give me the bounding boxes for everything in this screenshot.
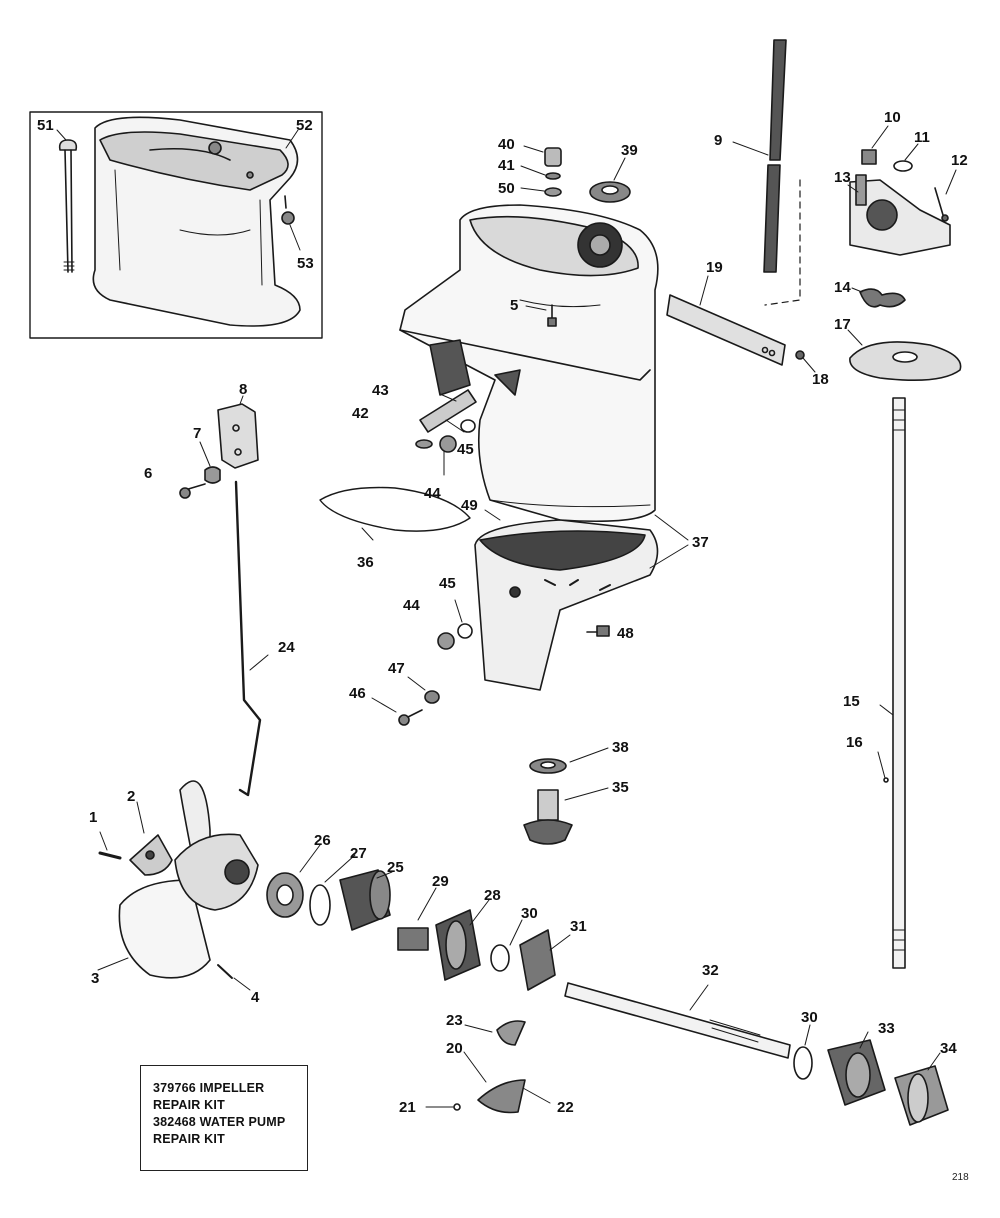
callout-28: 28 xyxy=(484,887,501,904)
callout-45b: 45 xyxy=(439,575,456,592)
kit-line-4: REPAIR KIT xyxy=(153,1132,225,1146)
callout-33: 33 xyxy=(878,1020,895,1037)
callout-44b: 44 xyxy=(403,597,420,614)
callout-29: 29 xyxy=(432,873,449,890)
callout-12: 12 xyxy=(951,152,968,169)
callout-30a: 30 xyxy=(521,905,538,922)
callout-30b: 30 xyxy=(801,1009,818,1026)
lower-gearcase xyxy=(474,519,659,691)
water-pump-assembly xyxy=(847,125,957,308)
callout-4: 4 xyxy=(251,989,260,1006)
callout-10: 10 xyxy=(884,109,901,126)
part-52-exhaust-housing xyxy=(92,116,301,327)
inset-box xyxy=(29,111,323,339)
part-32-propeller-shaft xyxy=(564,982,791,1059)
callout-49: 49 xyxy=(461,497,478,514)
kit-line-1: 379766 IMPELLER xyxy=(153,1081,265,1095)
part-53-screw xyxy=(281,195,295,225)
callout-18: 18 xyxy=(812,371,829,388)
callout-38: 38 xyxy=(612,739,629,756)
parts-20-23 xyxy=(425,1020,551,1114)
callout-7: 7 xyxy=(193,425,202,442)
callout-32: 32 xyxy=(702,962,719,979)
parts-28-31 xyxy=(397,887,571,991)
callout-37: 37 xyxy=(692,534,709,551)
parts-39-50 xyxy=(520,145,631,203)
callout-14: 14 xyxy=(834,279,851,296)
part-19-plate xyxy=(666,275,816,373)
callout-8: 8 xyxy=(239,381,248,398)
callout-26: 26 xyxy=(314,832,331,849)
propeller xyxy=(97,780,259,991)
callout-9: 9 xyxy=(714,132,723,149)
callout-15: 15 xyxy=(843,693,860,710)
kit-line-2: REPAIR KIT xyxy=(153,1098,225,1112)
callout-5: 5 xyxy=(510,297,519,314)
callout-20: 20 xyxy=(446,1040,463,1057)
parts-42-45 xyxy=(415,389,477,476)
callout-34: 34 xyxy=(940,1040,957,1057)
callout-35: 35 xyxy=(612,779,629,796)
part-51-bolt xyxy=(58,139,78,273)
parts-25-27 xyxy=(266,844,393,931)
repair-kit-note: 379766 IMPELLER REPAIR KIT 382468 WATER … xyxy=(140,1065,308,1171)
callout-19: 19 xyxy=(706,259,723,276)
callout-39: 39 xyxy=(621,142,638,159)
callout-23: 23 xyxy=(446,1012,463,1029)
lower-fasteners xyxy=(371,599,610,726)
callout-42: 42 xyxy=(352,405,369,422)
parts-35-38 xyxy=(523,747,609,845)
callout-17: 17 xyxy=(834,316,851,333)
parts-30-34 xyxy=(793,1024,949,1126)
kit-line-3: 382468 WATER PUMP xyxy=(153,1115,286,1129)
callout-52: 52 xyxy=(296,117,313,134)
callout-51: 51 xyxy=(37,117,54,134)
callout-21: 21 xyxy=(399,1099,416,1116)
callout-24: 24 xyxy=(278,639,295,656)
callout-11: 11 xyxy=(914,129,930,146)
gearcase-housing xyxy=(399,204,659,522)
callout-45a: 45 xyxy=(457,441,474,458)
page-number: 218 xyxy=(952,1172,969,1183)
callout-48: 48 xyxy=(617,625,634,642)
callout-43: 43 xyxy=(372,382,389,399)
part-15-drive-shaft xyxy=(877,397,906,969)
callout-22: 22 xyxy=(557,1099,574,1116)
callout-50: 50 xyxy=(498,180,515,197)
callout-41: 41 xyxy=(498,157,515,174)
callout-16: 16 xyxy=(846,734,863,751)
callout-36: 36 xyxy=(357,554,374,571)
part-24-shift-rod xyxy=(234,480,269,797)
callout-40: 40 xyxy=(498,136,515,153)
callout-2: 2 xyxy=(127,788,136,805)
callout-31: 31 xyxy=(570,918,587,935)
callout-1: 1 xyxy=(89,809,98,826)
part-17-plate xyxy=(847,329,962,382)
part-5-screw xyxy=(525,304,557,327)
callout-27: 27 xyxy=(350,845,367,862)
parts-6-8 xyxy=(179,395,259,499)
callout-46: 46 xyxy=(349,685,366,702)
callout-6: 6 xyxy=(144,465,153,482)
callout-3: 3 xyxy=(91,970,100,987)
part-9-water-tube xyxy=(732,39,787,273)
callout-47: 47 xyxy=(388,660,405,677)
part-36-seal xyxy=(319,486,471,541)
callout-53: 53 xyxy=(297,255,314,272)
callout-25: 25 xyxy=(387,859,404,876)
callout-13: 13 xyxy=(834,169,851,186)
callout-44a: 44 xyxy=(424,485,441,502)
